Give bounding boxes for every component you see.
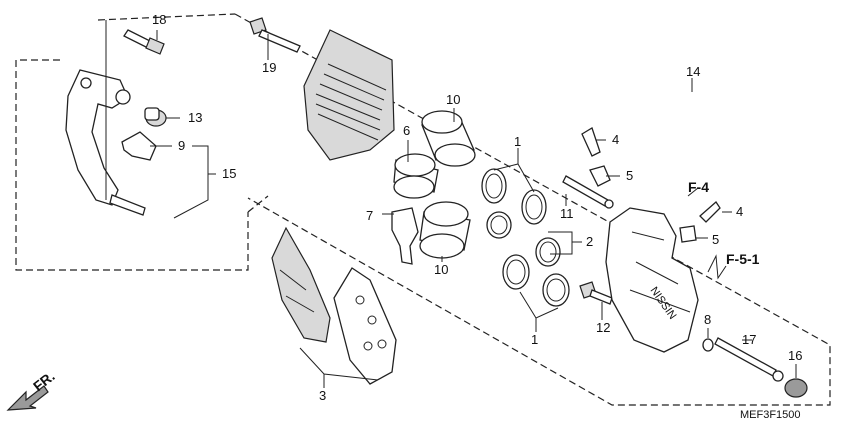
piston-6 (393, 153, 439, 199)
bolt-18 (123, 29, 165, 55)
bleeder-4-right (699, 201, 721, 223)
callout-7: 7 (366, 208, 373, 223)
brake-pad-left (271, 226, 331, 343)
pad-cover (303, 29, 395, 161)
callout-4-top: 4 (612, 132, 619, 147)
assembly-outline-bracket (97, 13, 236, 21)
callout-3: 3 (319, 388, 326, 403)
callout-14: 14 (686, 64, 700, 79)
front-label: FR. (30, 368, 58, 394)
plug-16 (784, 378, 808, 398)
ref-f51: F-5-1 (726, 251, 760, 267)
callout-12: 12 (596, 320, 610, 335)
callout-19: 19 (262, 60, 276, 75)
callout-1-top: 1 (514, 134, 521, 149)
callout-16: 16 (788, 348, 802, 363)
seal-rings (481, 168, 570, 307)
pin-11 (562, 175, 614, 209)
callout-13: 13 (188, 110, 202, 125)
assembly-outline-join (247, 195, 269, 213)
ref-f4: F-4 (688, 179, 709, 195)
piston-10-top (421, 110, 476, 167)
callout-10-top: 10 (446, 92, 460, 107)
callout-17: 17 (742, 332, 756, 347)
callout-18: 18 (152, 12, 166, 27)
caliper-bracket (65, 69, 146, 216)
pin-17 (714, 337, 784, 382)
washer-8 (702, 338, 714, 352)
callout-4-right: 4 (736, 204, 743, 219)
callout-2: 2 (586, 234, 593, 249)
diagram-code: MEF3F1500 (740, 409, 801, 421)
callout-10-bottom: 10 (434, 262, 448, 277)
spring-7 (391, 207, 419, 265)
callout-6: 6 (403, 123, 410, 138)
bleeder-4-top (581, 127, 601, 157)
front-direction-arrow: FR. (6, 368, 58, 411)
callout-8: 8 (704, 312, 711, 327)
callout-9: 9 (178, 138, 185, 153)
piston-10-bottom (419, 201, 471, 259)
bolt-19 (249, 17, 301, 53)
cap-5-right (679, 225, 697, 243)
boot-9 (121, 131, 157, 161)
callout-15: 15 (222, 166, 236, 181)
assembly-outline-left (15, 59, 249, 271)
bolt-12 (579, 281, 613, 305)
cap-5-top (589, 165, 611, 187)
callout-11: 11 (560, 206, 574, 221)
callout-1-bottom: 1 (531, 332, 538, 347)
pin-13 (144, 107, 167, 127)
callout-5-top: 5 (626, 168, 633, 183)
brake-pad-right (333, 267, 397, 385)
caliper-body: NISSIN (605, 207, 699, 353)
callout-5-right: 5 (712, 232, 719, 247)
leader-lines (105, 20, 797, 388)
